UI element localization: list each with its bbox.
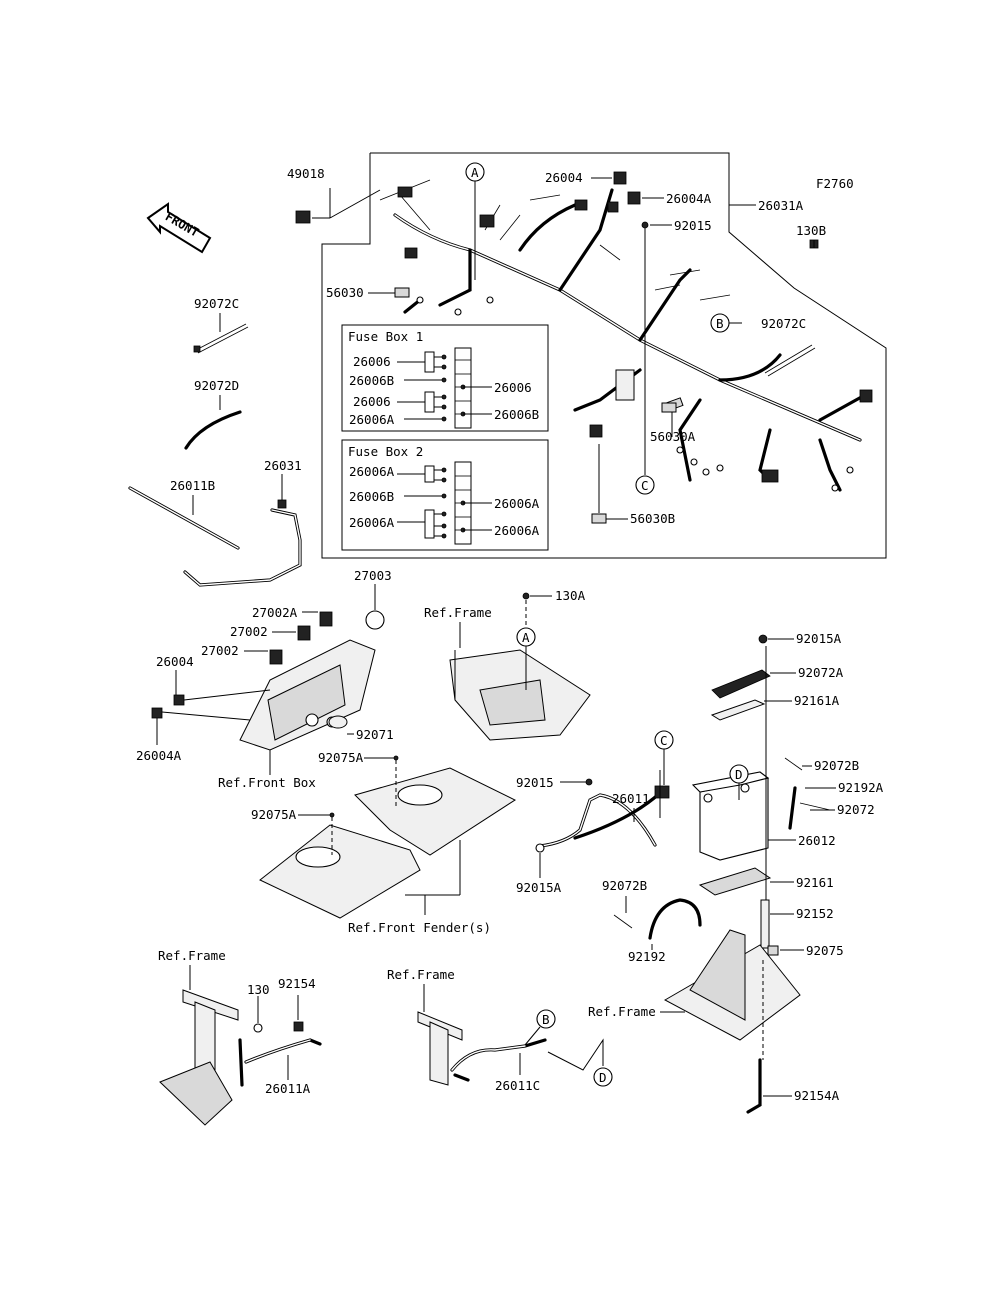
label-26004a-left: 26004A [136,748,182,763]
frame-section-bottom-left [159,989,239,1126]
label-56030a: 56030A [650,429,696,444]
label-56030: 56030 [326,285,364,300]
label-92161a: 92161A [794,693,840,708]
label-92015a-mid: 92015A [516,880,562,895]
label-130b: 130B [796,223,826,238]
label-26011: 26011 [612,791,650,806]
label-92072b-right: 92072B [814,758,859,773]
label-92075: 92075 [806,943,844,958]
fuse-box-2-left-label-1: 26006A [349,464,395,479]
label-92015-top: 92015 [674,218,712,233]
callout-d-bottom: D [599,1070,607,1085]
label-92072d: 92072D [194,378,239,393]
label-92192a: 92192A [838,780,884,795]
label-27002a: 27002A [252,605,298,620]
fuse-box-2-right-label-1: 26006A [494,496,540,511]
battery-tray [663,929,801,1041]
relay-26004-icon [613,171,627,185]
label-92072c-left: 92072C [194,296,239,311]
fuse-box-2: Fuse Box 2 26006A 26006B 26006A 26006A 2… [341,439,549,551]
label-92071: 92071 [356,727,394,742]
label-26011a: 26011A [265,1081,311,1096]
fuse-box-1-right-label-2: 26006B [494,407,539,422]
callout-b-top: B [716,316,724,331]
callout-c-mid: C [660,733,668,748]
fuse-box-2-left-label-2: 26006B [349,489,394,504]
label-26004a-top: 26004A [666,191,712,206]
main-wire-harness [379,179,873,492]
label-92154: 92154 [278,976,316,991]
label-92072b-mid: 92072B [602,878,647,893]
label-27002-b: 27002 [201,643,239,658]
fuse-box-2-right-label-2: 26006A [494,523,540,538]
fuse-box-1-left-label-4: 26006A [349,412,395,427]
label-27003: 27003 [354,568,392,583]
frame-section-bottom-mid [417,1011,463,1086]
fuse-box-1-left-label-3: 26006 [353,394,391,409]
frame-section-mid [449,649,591,741]
fuse-box-2-left-label-3: 26006A [349,515,395,530]
fuse-box-1-title: Fuse Box 1 [348,329,423,344]
connector-49018-icon [295,210,311,224]
battery-assembly [691,771,772,896]
label-ref-front-box: Ref.Front Box [218,775,316,790]
label-26004-left: 26004 [156,654,194,669]
label-92072a: 92072A [798,665,844,680]
label-92154a: 92154A [794,1088,840,1103]
fuse-box-2-title: Fuse Box 2 [348,444,423,459]
fuse-box-1-left-label-1: 26006 [353,354,391,369]
label-ref-frame-bm: Ref.Frame [387,967,455,982]
label-26011b: 26011B [170,478,215,493]
label-92152: 92152 [796,906,834,921]
callout-d-right: D [735,767,743,782]
label-26012: 26012 [798,833,836,848]
relay-26004a-icon [627,191,641,205]
label-92072: 92072 [837,802,875,817]
label-92075a-a: 92075A [318,750,364,765]
fuse-box-1: Fuse Box 1 26006 26006B 26006 26006A 260… [341,324,549,432]
callout-a-mid: A [522,630,530,645]
callout-c-top: C [641,478,649,493]
label-26004-top: 26004 [545,170,583,185]
label-27002-a: 27002 [230,624,268,639]
label-ref-frame-mid: Ref.Frame [424,605,492,620]
callout-b-bottom: B [542,1012,550,1027]
label-92072c-right: 92072C [761,316,806,331]
label-92192: 92192 [628,949,666,964]
label-92075a-b: 92075A [251,807,297,822]
label-92161: 92161 [796,875,834,890]
front-fender-assembly [259,767,517,919]
label-ref-front-fenders: Ref.Front Fender(s) [348,920,491,935]
front-box-assembly [239,610,385,751]
callout-a-top: A [471,165,479,180]
label-ref-frame-bl: Ref.Frame [158,948,226,963]
front-arrow-icon: FRONT [146,202,212,254]
label-49018: 49018 [287,166,325,181]
label-26011c: 26011C [495,1078,540,1093]
label-130a: 130A [555,588,586,603]
label-26031: 26031 [264,458,302,473]
label-26031a: 26031A [758,198,804,213]
figure-code: F2760 [816,176,854,191]
label-ref-frame-right: Ref.Frame [588,1004,656,1019]
fuse-box-1-right-label-1: 26006 [494,380,532,395]
label-92015a-right: 92015A [796,631,842,646]
label-92015-mid: 92015 [516,775,554,790]
label-130: 130 [247,982,270,997]
label-56030b: 56030B [630,511,675,526]
harness-assembly-frame [321,152,887,559]
fuse-box-1-left-label-2: 26006B [349,373,394,388]
